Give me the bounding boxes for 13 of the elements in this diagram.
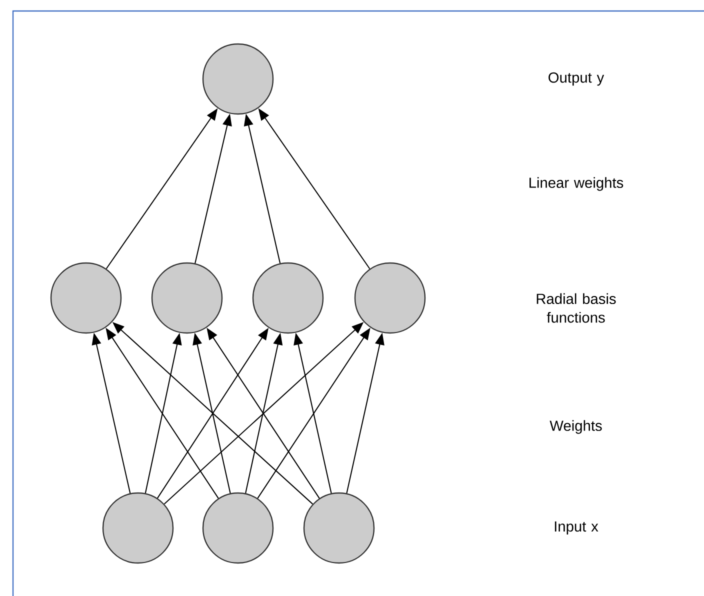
- neuron-circle: [252, 262, 324, 334]
- neuron-circle: [202, 492, 274, 564]
- neuron-circle: [50, 262, 122, 334]
- neuron-circle: [102, 492, 174, 564]
- layer-label: Linear weights: [530, 177, 624, 191]
- layer-label: Weights: [550, 420, 602, 434]
- neuron-circle: [202, 43, 274, 115]
- neuron-circle: [354, 262, 426, 334]
- neuron-circle: [303, 492, 375, 564]
- layer-label: Radial basis functions: [536, 293, 616, 323]
- layer-label: Output y: [548, 72, 604, 86]
- layer-label: Input x: [554, 521, 598, 535]
- neuron-circle: [151, 262, 223, 334]
